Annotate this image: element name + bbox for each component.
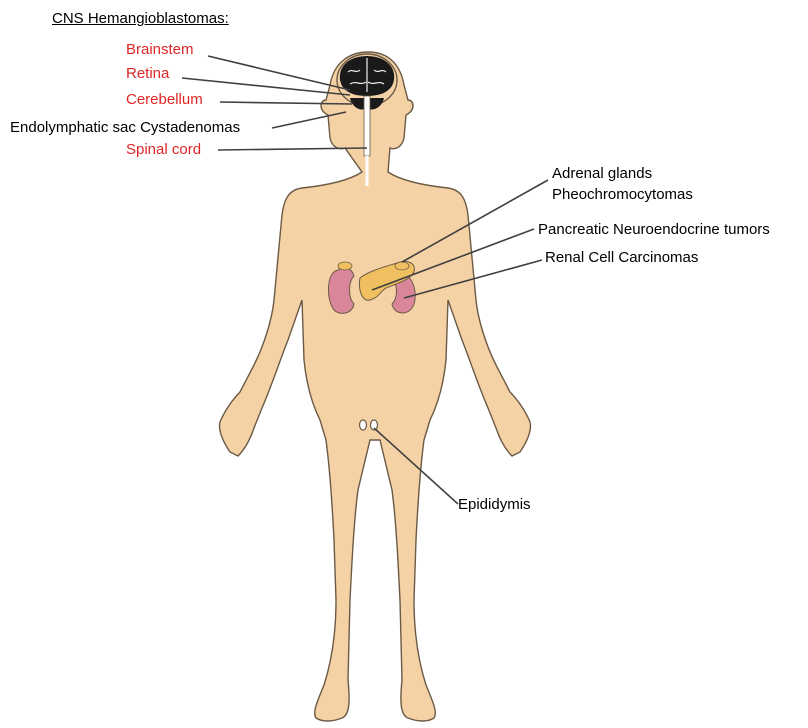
label-brainstem: Brainstem [126, 41, 194, 59]
label-adrenal-line2: Pheochromocytomas [552, 186, 693, 204]
label-endolymphatic: Endolymphatic sac Cystadenomas [10, 119, 240, 137]
body-silhouette [219, 52, 530, 721]
leader-retina [182, 78, 350, 95]
leader-spinal-cord [218, 148, 367, 150]
label-adrenal-line1: Adrenal glands [552, 165, 652, 183]
leader-brainstem [208, 56, 350, 90]
diagram-title: CNS Hemangioblastomas: [52, 10, 229, 28]
label-renal: Renal Cell Carcinomas [545, 249, 698, 267]
label-retina: Retina [126, 65, 169, 83]
adrenal-gland-left [338, 262, 352, 270]
spinal-cord-shape [364, 96, 370, 156]
label-epididymis: Epididymis [458, 496, 531, 514]
label-cerebellum: Cerebellum [126, 91, 203, 109]
epididymis-left [360, 420, 367, 430]
label-spinal-cord: Spinal cord [126, 141, 201, 159]
label-pancreatic: Pancreatic Neuroendocrine tumors [538, 221, 770, 239]
adrenal-gland-right [395, 262, 409, 270]
